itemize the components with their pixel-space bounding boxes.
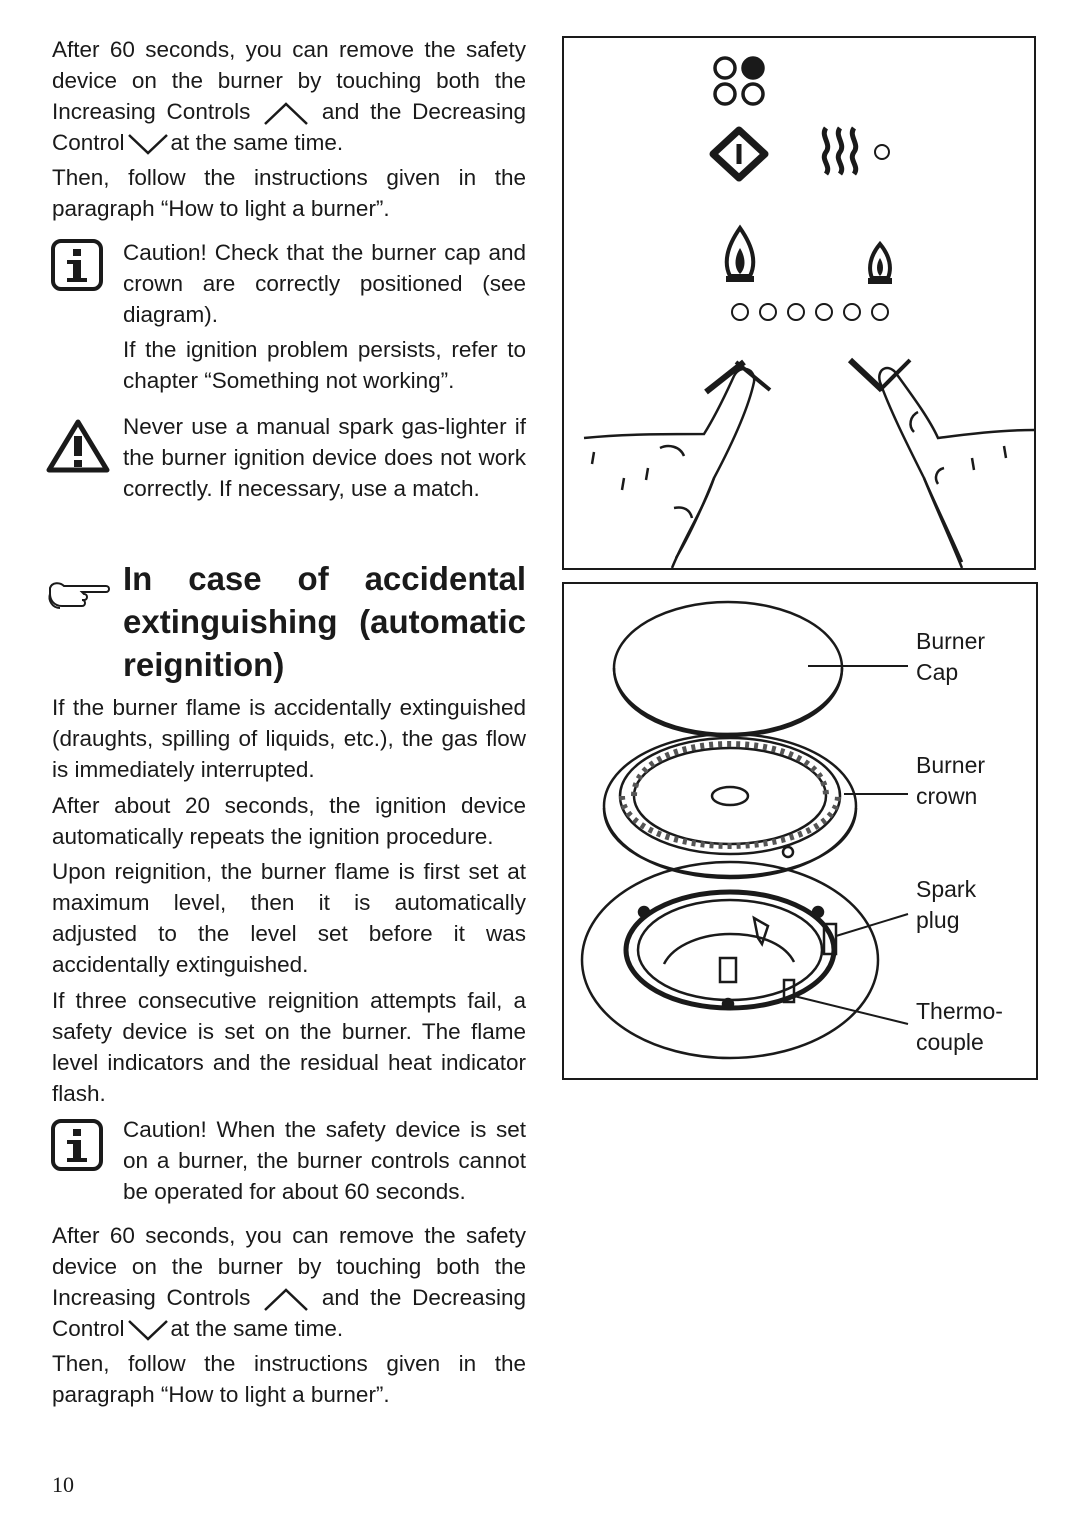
burner-exploded-diagram [580,600,909,1060]
final-instructions-paragraph: Then, follow the instructions given in t… [52,1351,526,1407]
increase-flame-icon [868,240,892,284]
decrease-control-icon [127,1320,168,1341]
burner-selector-icon [713,56,765,106]
right-hand-illustration [878,366,1035,569]
spark-plug-label: Spark plug [916,876,977,933]
burner-cap-label: Burner Cap [916,628,986,685]
increase-control-icon [264,102,308,125]
increase-control-icon [264,1288,308,1311]
page-number: 10 [52,1472,74,1497]
spark-leader-line [835,913,909,937]
safety-device-paragraph: If three consecutive reignition attempts… [52,988,526,1106]
decrease-slider-mark [704,359,746,395]
burner-parts-figure: Burner Cap Burner crown Spark plug Therm… [562,582,1038,1080]
burner-cap-drawing [612,600,844,738]
heat-indicator-light [874,144,890,160]
increase-slider-mark [847,357,885,393]
pointing-hand-icon [48,582,110,609]
residual-heat-icon [821,126,859,176]
thermo-leader-line [793,995,909,1025]
flame-level-paragraph: Upon reignition, the burner flame is fir… [52,859,526,977]
info-icon [51,239,103,291]
flame-level-indicators [731,303,889,321]
caution-note: Caution! Check that the burner cap and c… [123,240,526,327]
extinguish-paragraph: If the burner flame is accidentally exti… [52,695,526,782]
decrease-control-icon [127,134,168,155]
caution-note-followup: If the ignition problem persists, refer … [123,337,526,393]
left-hand-illustration [583,367,756,569]
remove-safety-paragraph: After 60 seconds, you can remove the saf… [52,1220,526,1344]
intro-paragraph: After 60 seconds, you can remove the saf… [52,34,526,158]
power-diamond-icon [709,126,769,182]
instructions-paragraph: Then, follow the instructions given in t… [52,165,526,221]
thermocouple-label: Thermo- couple [916,998,1003,1055]
control-panel-figure [562,36,1036,570]
increase-slider-mark [878,358,912,392]
warning-icon [46,419,110,473]
burner-crown-drawing [602,732,858,880]
burner-base-drawing [580,860,880,1060]
burner-crown-label: Burner crown [916,752,986,809]
caution-note-2: Caution! When the safety device is set o… [123,1117,526,1204]
section-heading: In case of accidental extinguishing (aut… [123,560,526,683]
warning-note: Never use a manual spark gas-lighter if … [123,414,526,501]
control-panel-illustration [583,56,1035,569]
reignition-paragraph: After about 20 seconds, the ignition dev… [52,793,526,849]
decrease-flame-icon [724,224,756,282]
info-icon [51,1119,103,1171]
